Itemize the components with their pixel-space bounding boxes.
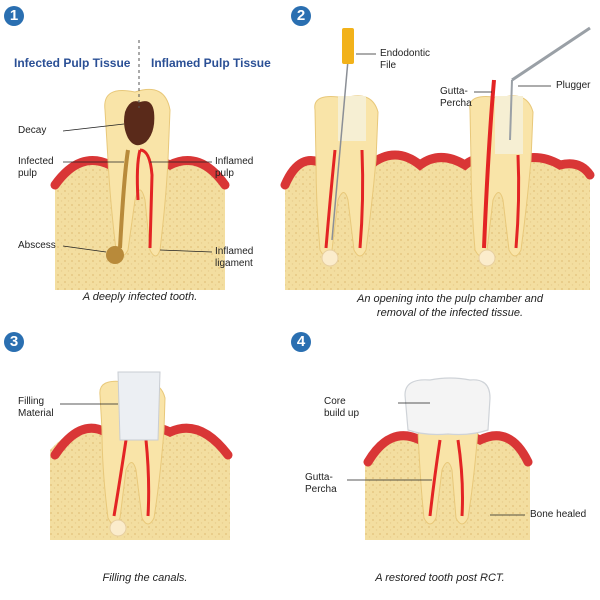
panel-4-illustration xyxy=(347,378,530,540)
label-gutta-percha-line-2: Percha xyxy=(305,484,337,496)
panel-3-illustration xyxy=(50,372,230,540)
step-badge-3: 3 xyxy=(4,332,24,352)
label-gutta-percha-line-1: Gutta- xyxy=(440,86,468,98)
label-core-build-up-line-2: build up xyxy=(324,408,359,420)
endodontic-file-handle xyxy=(342,28,354,64)
label-inflamed-pulp-line-1: Inflamed xyxy=(215,156,253,168)
label-inflamed-pulp-line-2: pulp xyxy=(215,168,234,180)
label-infected-pulp-line-1: Infected xyxy=(18,156,54,168)
header-infected-pulp-tissue: Infected Pulp Tissue xyxy=(14,56,130,70)
label-inflamed-ligament-line-1: Inflamed xyxy=(215,246,253,258)
label-core-build-up-line-1: Core xyxy=(324,396,346,408)
label-decay: Decay xyxy=(18,125,46,137)
step-badge-4: 4 xyxy=(291,332,311,352)
periapical-lesion xyxy=(322,250,338,266)
label-infected-pulp-line-2: pulp xyxy=(18,168,37,180)
caption-panel-2-line-1: An opening into the pulp chamber and xyxy=(320,293,580,305)
caption-panel-3: Filling the canals. xyxy=(45,572,245,584)
caption-panel-4: A restored tooth post RCT. xyxy=(340,572,540,584)
caption-panel-1: A deeply infected tooth. xyxy=(40,291,240,303)
panel-1-illustration xyxy=(55,40,225,290)
label-bone-healed: Bone healed xyxy=(530,509,586,521)
filling-material xyxy=(118,372,160,440)
label-filling-material-line-2: Material xyxy=(18,408,54,420)
panel-2-illustration xyxy=(285,28,590,290)
label-endodontic-file-line-1: Endodontic xyxy=(380,48,430,60)
label-endodontic-file-line-2: File xyxy=(380,60,396,72)
abscess xyxy=(106,246,124,264)
header-inflamed-pulp-tissue: Inflamed Pulp Tissue xyxy=(151,56,271,70)
crown xyxy=(405,378,490,435)
label-gutta-percha-line-2: Percha xyxy=(440,98,472,110)
label-plugger: Plugger xyxy=(556,80,590,92)
label-abscess: Abscess xyxy=(18,240,56,252)
access-opening-right xyxy=(495,96,523,154)
label-gutta-percha-line-1: Gutta- xyxy=(305,472,333,484)
plugger xyxy=(512,28,590,80)
periapical-lesion-right xyxy=(479,250,495,266)
label-inflamed-ligament-line-2: ligament xyxy=(215,258,253,270)
step-badge-1: 1 xyxy=(4,6,24,26)
caption-panel-2-line-2: removal of the infected tissue. xyxy=(320,307,580,319)
label-filling-material-line-1: Filling xyxy=(18,396,44,408)
periapical-lesion xyxy=(110,520,126,536)
step-badge-2: 2 xyxy=(291,6,311,26)
